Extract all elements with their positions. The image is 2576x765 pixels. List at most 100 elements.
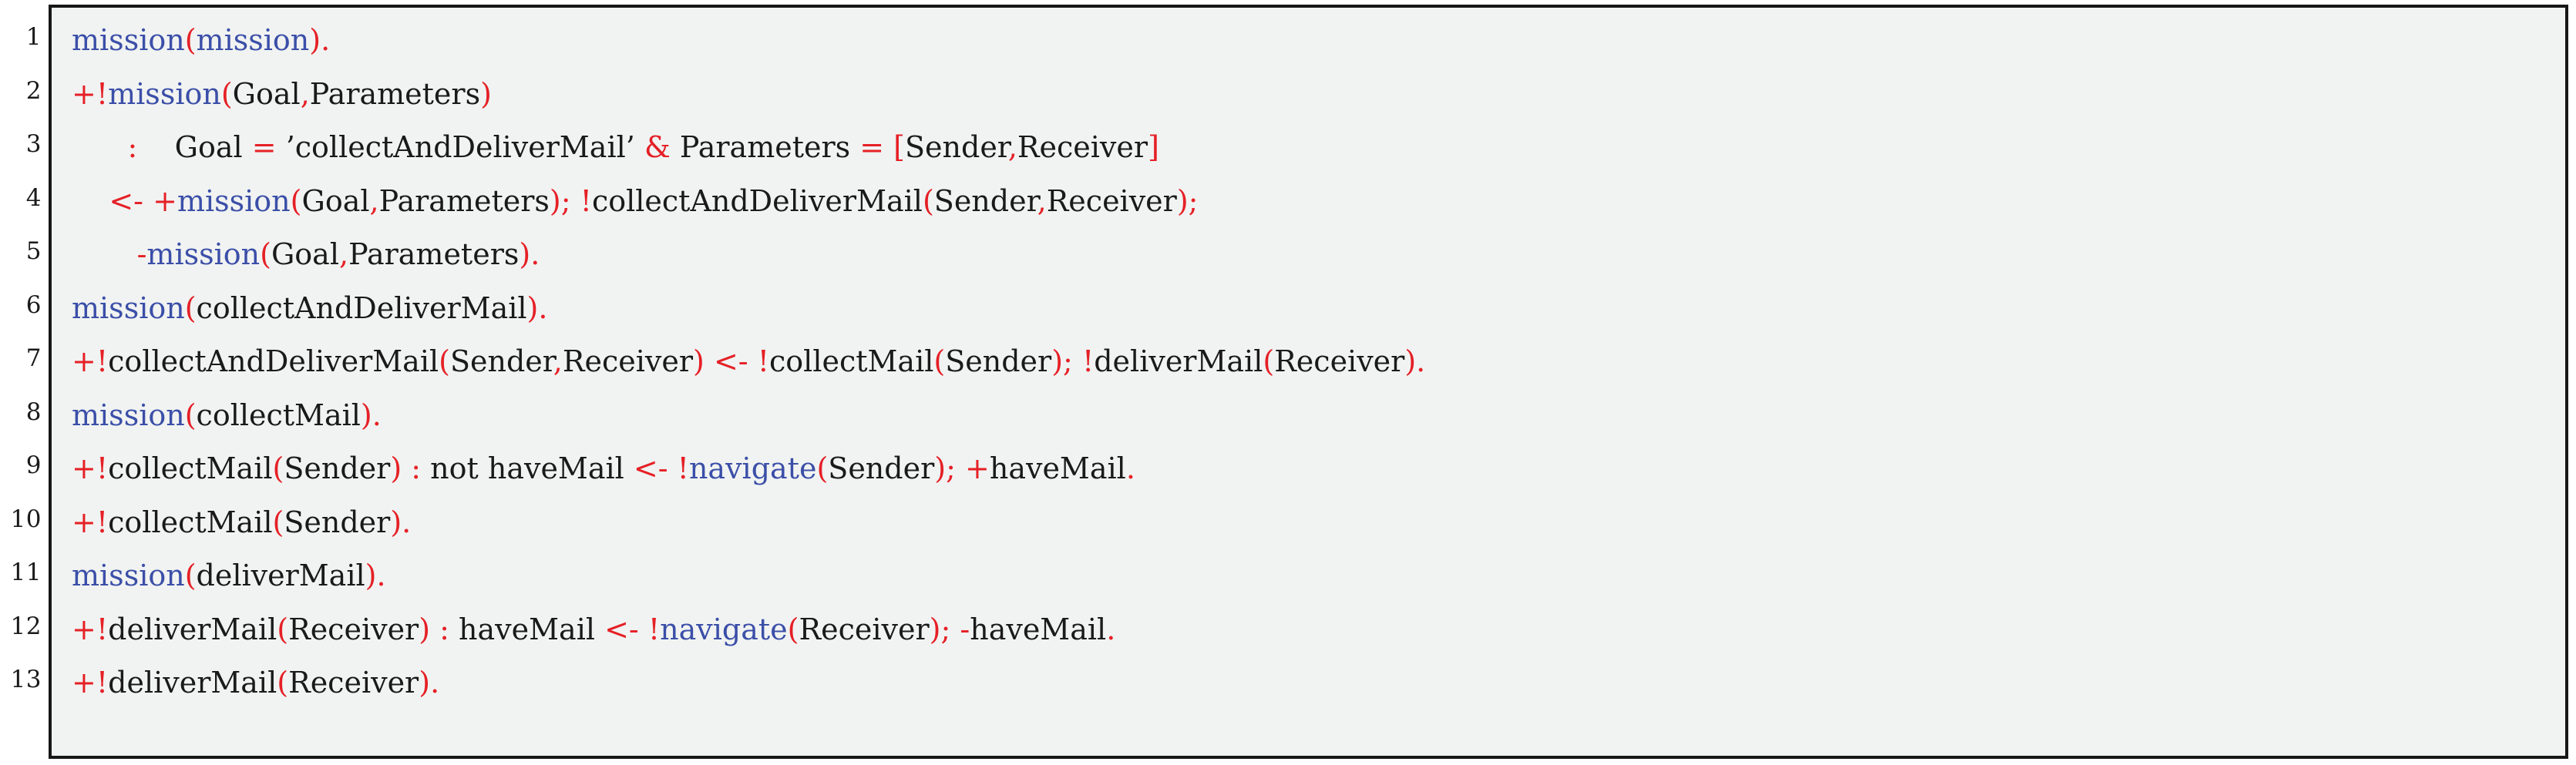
- code-token: !: [647, 612, 661, 646]
- line-number: 11: [10, 559, 42, 586]
- code-token: Sender: [933, 183, 1037, 218]
- code-token: !: [757, 344, 770, 378]
- code-token: Goal: [301, 183, 370, 218]
- code-token: collectMail: [108, 505, 273, 539]
- code-token: &: [644, 130, 671, 164]
- code-token: Goal: [174, 130, 252, 164]
- code-token: mission: [196, 23, 310, 57]
- code-token: collectMail: [769, 344, 934, 378]
- code-token: [639, 612, 648, 646]
- code-token: navigate: [688, 451, 817, 485]
- code-token: !: [580, 183, 592, 218]
- code-token: <-: [713, 344, 748, 378]
- code-token: ): [549, 183, 561, 218]
- code-token: [137, 130, 174, 164]
- code-token: Sender: [449, 344, 553, 378]
- code-token: ): [1051, 344, 1064, 378]
- code-token: Sender: [284, 451, 391, 485]
- code-token: .: [1125, 451, 1135, 485]
- code-token: ’collectAndDeliverMail’: [285, 130, 635, 164]
- code-token: +!: [72, 666, 109, 700]
- code-token: ): [390, 451, 402, 485]
- code-token: +!: [72, 451, 109, 485]
- code-token: Receiver: [1017, 130, 1148, 164]
- code-token: [635, 130, 644, 164]
- code-line: mission(mission).: [52, 14, 2565, 68]
- code-token: ]: [1148, 130, 1159, 164]
- code-token: +!: [72, 344, 109, 378]
- code-token: .: [321, 23, 331, 57]
- code-token: :: [411, 451, 422, 485]
- code-token: ;: [1063, 344, 1073, 378]
- code-token: [705, 344, 714, 378]
- code-token: Sender: [828, 451, 935, 485]
- code-token: (: [1263, 344, 1275, 378]
- code-token: ): [693, 344, 705, 378]
- code-token: collectMail: [108, 451, 273, 485]
- code-token: Parameters: [348, 237, 520, 271]
- code-token: <-: [633, 451, 668, 485]
- code-line: +!deliverMail(Receiver) : haveMail <- !n…: [52, 603, 2565, 657]
- code-token: (: [184, 290, 197, 325]
- code-token: (: [922, 183, 934, 218]
- code-token: mission: [72, 559, 185, 592]
- code-token: [430, 612, 439, 646]
- code-token: ,: [300, 76, 310, 111]
- code-line: : Goal = ’collectAndDeliverMail’ & Param…: [52, 121, 2565, 175]
- code-token: (: [816, 451, 829, 485]
- code-line: +!deliverMail(Receiver).: [52, 656, 2565, 710]
- code-token: ): [1176, 183, 1189, 218]
- code-token: ): [929, 612, 941, 646]
- code-token: ;: [1188, 183, 1199, 218]
- code-token: mission: [146, 237, 261, 271]
- code-token: (: [277, 666, 289, 700]
- code-line: +!collectMail(Sender).: [52, 496, 2565, 550]
- code-token: haveMail: [449, 612, 605, 646]
- code-token: deliverMail: [108, 666, 277, 700]
- code-token: <-: [109, 183, 144, 218]
- code-line: <- +mission(Goal,Parameters); !collectAn…: [52, 175, 2565, 229]
- code-token: Receiver: [799, 612, 930, 646]
- line-number: 1: [25, 23, 42, 51]
- code-token: -: [960, 612, 970, 646]
- code-token: (: [272, 451, 284, 485]
- line-number: 8: [25, 398, 42, 426]
- code-token: mission: [108, 76, 221, 111]
- code-token: -: [136, 237, 147, 271]
- code-token: [1073, 344, 1082, 378]
- code-token: .: [538, 290, 548, 325]
- code-token: [571, 184, 580, 218]
- code-token: ;: [946, 451, 956, 485]
- code-token: deliverMail: [196, 559, 365, 592]
- line-number: 2: [25, 76, 42, 105]
- code-token: mission: [72, 290, 185, 325]
- code-token: Sender: [945, 344, 1052, 378]
- code-token: [950, 612, 960, 646]
- code-token: [72, 130, 127, 164]
- line-number: 4: [25, 183, 42, 212]
- code-line: mission(collectAndDeliverMail).: [52, 282, 2565, 336]
- code-frame: mission(mission).+!mission(Goal,Paramete…: [49, 5, 2568, 759]
- code-token: (: [184, 559, 197, 592]
- code-line: +!collectAndDeliverMail(Sender,Receiver)…: [52, 335, 2565, 389]
- line-number: 12: [10, 612, 42, 640]
- code-token: :: [127, 130, 138, 164]
- code-token: [956, 451, 965, 485]
- code-token: haveMail: [989, 451, 1126, 485]
- code-token: [402, 451, 411, 485]
- line-number: 3: [25, 130, 42, 158]
- code-token: not haveMail: [421, 451, 634, 485]
- code-token: Receiver: [288, 612, 419, 646]
- code-token: (: [184, 23, 197, 57]
- code-token: mission: [177, 183, 291, 218]
- code-token: ): [934, 451, 947, 485]
- code-token: collectAndDeliverMail: [108, 344, 439, 378]
- code-token: (: [787, 612, 799, 646]
- code-token: Goal: [271, 237, 339, 271]
- code-token: ,: [1007, 130, 1017, 164]
- line-number: 10: [10, 505, 42, 533]
- code-token: +!: [72, 76, 109, 111]
- line-number: 5: [25, 237, 42, 265]
- code-token: [668, 451, 678, 485]
